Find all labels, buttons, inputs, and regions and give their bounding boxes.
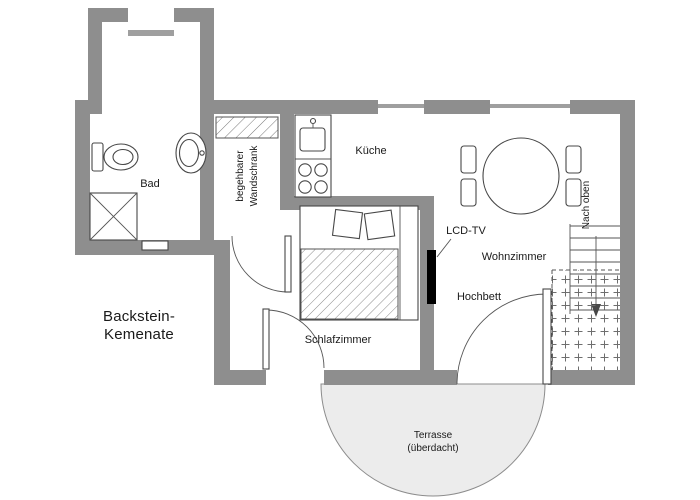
burner-icon <box>298 180 312 194</box>
bed-duvet-icon <box>300 248 399 320</box>
label-stairs-up: Nach oben <box>581 181 592 229</box>
bed-fixture <box>299 205 419 321</box>
burner-icon <box>298 163 312 177</box>
tv-marker <box>427 250 436 304</box>
wall-bay-top-left <box>88 8 128 22</box>
room-label-terrace-line1: Terrasse <box>414 430 453 441</box>
loft-bed-outline <box>551 269 620 370</box>
burner-icon <box>314 180 328 194</box>
windows <box>128 30 570 108</box>
wall-top-d <box>570 100 635 114</box>
loft-bed-area <box>551 269 620 370</box>
dining-set <box>460 137 582 215</box>
entry-door-arc <box>265 309 325 369</box>
label-lcd-tv: LCD-TV <box>446 225 486 237</box>
closet-door-leaf-icon <box>284 235 292 293</box>
window-bay-icon <box>128 30 174 36</box>
doors <box>231 235 552 385</box>
plan-title-line1: Backstein- <box>103 308 175 325</box>
bed-pillow-icon <box>363 209 396 241</box>
closet-shelf-icon <box>215 116 279 139</box>
room-label-bad: Bad <box>140 178 160 190</box>
shower-cross-icon <box>89 192 138 241</box>
washbasin-icon <box>175 132 207 174</box>
wall-left <box>75 100 90 255</box>
wall-top-b <box>214 100 378 114</box>
shower-tray-icon <box>89 192 138 241</box>
closet-door-arc <box>231 235 289 293</box>
wall-bath-closet-divider <box>200 114 214 240</box>
room-label-closet-line2: Wandschrank <box>249 145 260 207</box>
burner-icon <box>314 163 328 177</box>
wall-bottom-a <box>214 370 266 385</box>
room-label-kitchen: Küche <box>355 145 386 157</box>
chair-icon <box>565 145 582 174</box>
washbasin-inner-icon <box>178 138 200 168</box>
wall-bottom-b <box>324 370 457 385</box>
loft-bed-plus-pattern <box>552 270 620 370</box>
toilet-bowl-icon <box>103 143 139 171</box>
window-living-icon <box>490 104 570 108</box>
wall-niche-icon <box>141 240 169 251</box>
wall-bottom-c <box>548 370 635 385</box>
walls <box>75 8 635 385</box>
wall-bedroom-left <box>214 240 230 385</box>
terrace-area <box>320 383 546 497</box>
labels: Bad begehbarer Wandschrank Küche Schlafz… <box>103 145 592 454</box>
toilet-tank-icon <box>91 142 104 172</box>
terrace-door-arc <box>456 293 548 385</box>
room-label-bedroom: Schlafzimmer <box>305 334 372 346</box>
label-loft-bed: Hochbett <box>457 291 501 303</box>
tv-leader-line <box>436 238 452 258</box>
chair-icon <box>565 178 582 207</box>
wall-bay-left <box>88 8 102 114</box>
kitchen-sink-icon <box>299 127 326 152</box>
room-label-closet-line1: begehbarer <box>235 150 246 202</box>
kitchen-fixtures <box>294 114 332 198</box>
wall-closet-kitchen <box>280 114 294 210</box>
room-label-terrace-line2: (überdacht) <box>407 443 458 454</box>
wall-right <box>620 100 635 385</box>
chair-icon <box>460 145 477 174</box>
toilet-bowl-inner-icon <box>112 148 134 166</box>
window-kitchen-icon <box>378 104 424 108</box>
plan-title-line2: Kemenate <box>104 326 174 343</box>
round-table-icon <box>482 137 560 215</box>
terrace-door-leaf-icon <box>542 288 552 385</box>
bed-pillow-icon <box>331 208 364 240</box>
wall-bay-top-right <box>174 8 214 22</box>
washbasin-tap-icon <box>199 150 205 156</box>
wall-bay-right <box>200 8 214 114</box>
chair-icon <box>460 178 477 207</box>
room-label-living: Wohnzimmer <box>482 251 547 263</box>
bathroom-fixtures <box>89 132 207 251</box>
entry-door-leaf-icon <box>262 308 270 370</box>
wall-top-c <box>424 100 490 114</box>
